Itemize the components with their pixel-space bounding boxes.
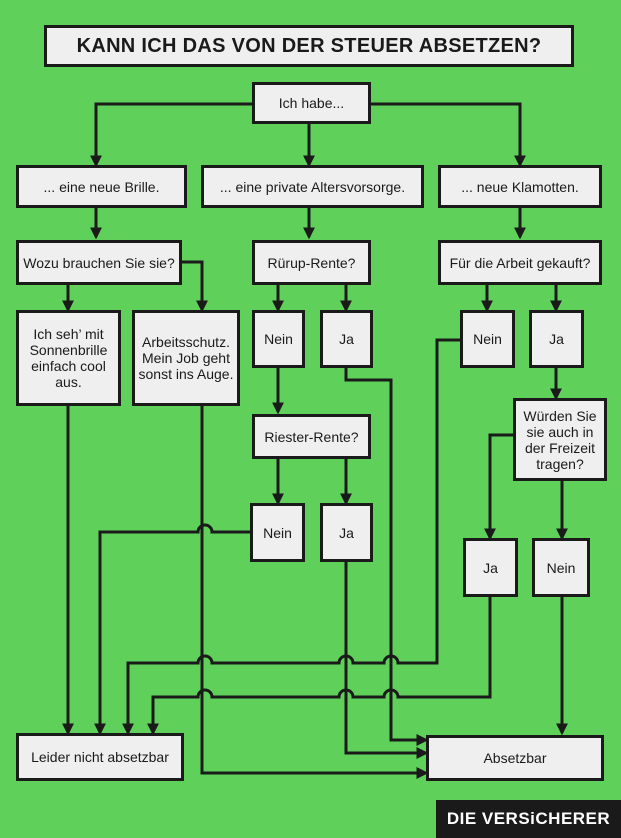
node-absetzbar: Absetzbar [426,735,604,781]
node-freizeit: Würden Sie sie auch in der Freizeit trag… [513,398,607,481]
arrow-start-klamotten [371,102,526,168]
node-nicht-absetzbar: Leider nicht absetzbar [16,733,184,781]
node-freizeit-ja: Ja [463,538,518,597]
node-freizeit-nein: Nein [532,538,590,597]
arrow-wozu-arbeitsschutz [182,260,208,313]
arrow-arbeitsschutz-absetzbar [200,405,429,779]
page-title: KANN ICH DAS VON DER STEUER ABSETZEN? [44,25,574,67]
node-arbeit-nein: Nein [460,310,515,368]
node-riester-ja: Ja [320,503,373,562]
arrow-riesterja-absetzbar [344,561,429,759]
node-vorsorge: ... eine private Altersvorsorge. [201,165,424,208]
arrow-freizeit-ja [484,433,513,541]
node-klamotten: ... neue Klamotten. [438,165,602,208]
node-wozu: Wozu brauchen Sie sie? [16,240,182,285]
node-ruerup-nein: Nein [252,310,305,368]
node-riester: Riester-Rente? [252,414,371,459]
node-start: Ich habe... [252,82,371,124]
arrow-start-brille [90,102,252,168]
node-riester-nein: Nein [250,503,305,562]
node-arbeit-ja: Ja [529,310,584,368]
node-sonnenbrille: Ich seh’ mit Sonnenbrille einfach cool a… [16,310,121,406]
arrow-ruerupja-absetzbar [344,367,429,746]
brand-logo: DIE VERSiCHERER [436,800,621,838]
node-brille: ... eine neue Brille. [16,165,187,208]
node-arbeitsschutz: Arbeitsschutz. Mein Job geht sonst ins A… [132,310,240,406]
node-arbeit: Für die Arbeit gekauft? [438,240,602,285]
node-ruerup: Rürup-Rente? [252,240,371,285]
node-ruerup-ja: Ja [320,310,373,368]
arrow-riesternein-nicht [94,523,250,736]
